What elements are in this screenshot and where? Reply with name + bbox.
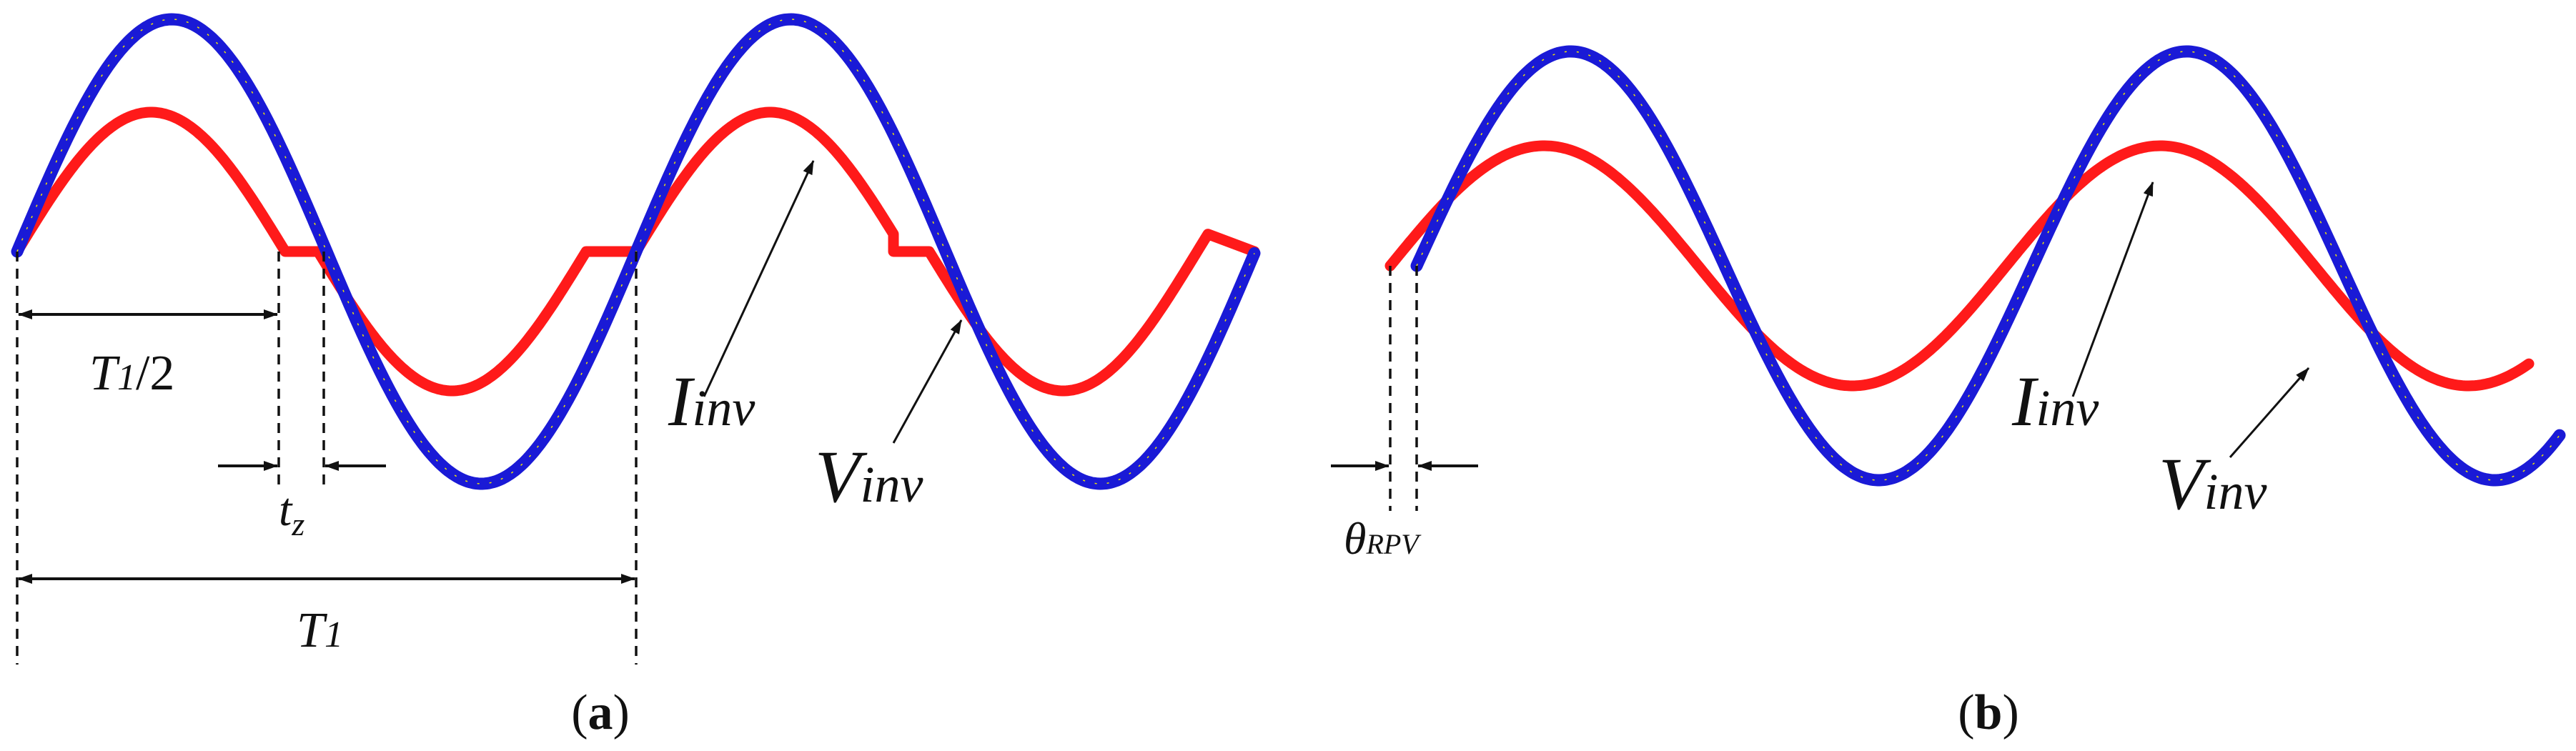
- current-label-a: Iinv: [668, 362, 755, 441]
- current-leader-b: [2071, 181, 2154, 397]
- voltage-label-a: Vinv: [815, 436, 923, 518]
- dead-time-label: tz: [279, 484, 304, 542]
- voltage-leader-a: [892, 319, 963, 444]
- caption-a: (a): [571, 685, 630, 740]
- voltage-leader-b: [2229, 367, 2310, 458]
- current-label-b: Iinv: [2011, 362, 2099, 441]
- inverter-voltage-highlight-b: [1416, 51, 2560, 481]
- inverter-current-waveform-b: [1384, 140, 2535, 392]
- phase-label: θRPV: [1344, 513, 1422, 564]
- caption-b: (b): [1958, 685, 2019, 740]
- period-label: T1: [297, 603, 343, 658]
- half-period-label: T1/2: [89, 346, 174, 401]
- inverter-voltage-waveform-b: [1410, 45, 2566, 487]
- current-leader-a: [703, 160, 815, 397]
- panel-b: θRPV Iinv Vinv (b): [1331, 45, 2566, 740]
- voltage-label-b: Vinv: [2159, 443, 2267, 525]
- panel-a: T1/2 tz T1 Iinv Vinv (a): [11, 13, 1261, 740]
